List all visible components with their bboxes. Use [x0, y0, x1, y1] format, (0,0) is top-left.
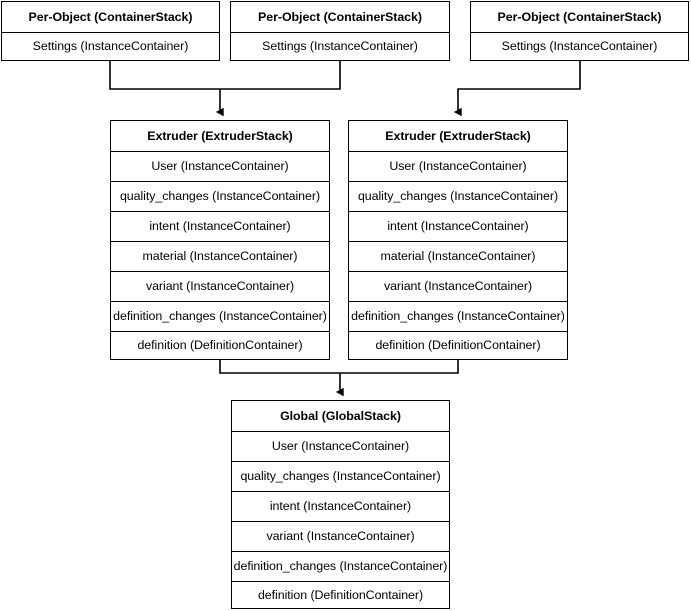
node-global[interactable]: Global (GlobalStack) User (InstanceContai… [231, 400, 450, 609]
node-row: variant (InstanceContainer) [349, 271, 567, 301]
node-row: material (InstanceContainer) [111, 241, 329, 271]
node-per-object-1[interactable]: Per-Object (ContainerStack) Settings (Ins… [1, 1, 220, 61]
node-row: definition_changes (InstanceContainer) [111, 301, 329, 331]
node-header-per-object-3: Per-Object (ContainerStack) [497, 9, 662, 24]
node-extruder-2[interactable]: Extruder (ExtruderStack) User (InstanceCo… [348, 120, 568, 360]
node-row: definition_changes (InstanceContainer) [349, 301, 567, 331]
node-per-object-3[interactable]: Per-Object (ContainerStack) Settings (Ins… [470, 1, 689, 61]
edge-po2-to-extruder1 [220, 61, 341, 90]
edge-extruder1-to-global [219, 360, 340, 374]
node-row: quality_changes (InstanceContainer) [232, 461, 449, 491]
node-row: definition (DefinitionContainer) [111, 331, 329, 359]
node-extruder-1[interactable]: Extruder (ExtruderStack) User (InstanceCo… [110, 120, 330, 360]
node-header-global: Global (GlobalStack) [280, 408, 401, 423]
node-row: intent (InstanceContainer) [111, 211, 329, 241]
node-row: Settings (InstanceContainer) [2, 32, 219, 60]
node-row: quality_changes (InstanceContainer) [111, 181, 329, 211]
node-row: User (InstanceContainer) [232, 431, 449, 461]
node-row: variant (InstanceContainer) [232, 521, 449, 551]
node-row: definition (DefinitionContainer) [232, 581, 449, 608]
node-row: quality_changes (InstanceContainer) [349, 181, 567, 211]
node-header-extruder-1: Extruder (ExtruderStack) [147, 128, 293, 143]
node-row: definition_changes (InstanceContainer) [232, 551, 449, 581]
node-row: variant (InstanceContainer) [111, 271, 329, 301]
node-row: material (InstanceContainer) [349, 241, 567, 271]
edge-po3-to-extruder2 [453, 61, 581, 117]
node-header-per-object-1: Per-Object (ContainerStack) [28, 9, 193, 24]
node-row: intent (InstanceContainer) [232, 491, 449, 521]
node-per-object-2[interactable]: Per-Object (ContainerStack) Settings (Ins… [230, 1, 450, 61]
node-header-extruder-2: Extruder (ExtruderStack) [385, 128, 531, 143]
node-row: User (InstanceContainer) [111, 151, 329, 181]
node-header-per-object-2: Per-Object (ContainerStack) [258, 9, 422, 24]
node-row: Settings (InstanceContainer) [231, 32, 449, 60]
edge-po1-to-extruder1 [109, 61, 220, 90]
edge-extruder2-to-global [340, 360, 459, 374]
node-row: definition (DefinitionContainer) [349, 331, 567, 359]
node-row: User (InstanceContainer) [349, 151, 567, 181]
node-row: Settings (InstanceContainer) [471, 32, 688, 60]
node-row: intent (InstanceContainer) [349, 211, 567, 241]
